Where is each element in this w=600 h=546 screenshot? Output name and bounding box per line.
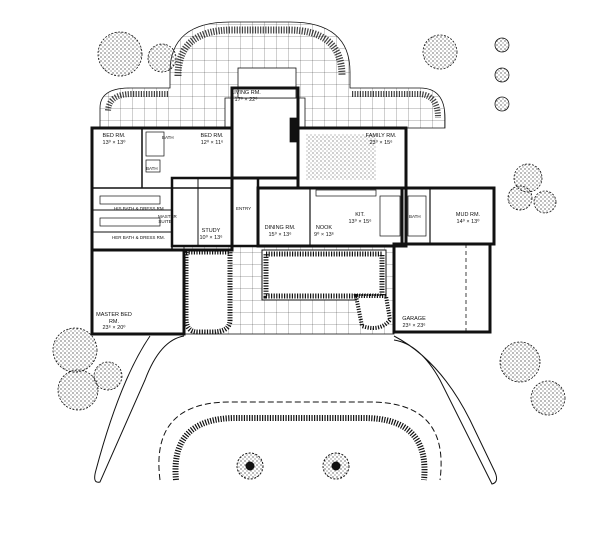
room-size: 9⁰ × 13⁶ [314,231,334,238]
label-master-suite: MASTER SUITE [158,214,177,224]
room-label-garage: GARAGE 23⁶ × 23⁶ [392,316,436,329]
landscape-trees [52,31,566,416]
room-size: 10⁰ × 13⁶ [199,234,223,241]
room-name: BED RM. [102,133,126,139]
fixtures [99,117,427,237]
room-size: 15⁰ × 13⁶ [268,231,292,238]
room-name: NOOK [315,225,333,231]
room-label-family: FAMILY RM. 23⁰ × 15⁶ [356,133,406,146]
room-name: STUDY [201,228,221,234]
room-label-kit: KIT. 13⁰ × 15⁶ [340,212,380,225]
room-label-bed1: BED RM. 13⁰ × 13⁰ [94,133,134,146]
driveway [94,335,498,485]
room-size: 23⁶ × 20⁰ [102,325,126,331]
room-size: 12⁰ × 11⁶ [200,139,224,146]
label-his-bath: HIS BATH & DRESS RM. [114,206,165,211]
family-room-ceiling-beams [306,134,376,180]
room-label-living: LIVING RM. 17⁰ × 22⁰ [224,90,268,103]
front-courtyard [183,245,395,335]
room-label-bed2: BED RM. 12⁰ × 11⁶ [192,133,232,146]
room-label-mud: MUD RM. 14⁰ × 13⁰ [448,212,488,225]
room-label-master: MASTER BED RM. 23⁶ × 20⁰ [92,312,136,332]
room-size: 13⁰ × 15⁶ [348,218,372,225]
room-label-study: STUDY 10⁰ × 13⁶ [192,228,230,241]
room-label-dining: DINING RM. 15⁰ × 13⁶ [258,225,302,238]
room-size: 13⁰ × 13⁰ [102,139,126,146]
room-label-nook: NOOK 9⁰ × 13⁶ [308,225,340,238]
room-size: 14⁰ × 13⁰ [456,218,480,225]
label-her-bath: HER BATH & DRESS RM. [112,235,165,240]
room-size: 17⁰ × 22⁰ [234,96,258,103]
label-entry: ENTRY [236,206,252,211]
room-name: FAMILY RM. [365,133,397,139]
room-size: 23⁶ × 23⁶ [402,322,426,329]
room-size: 23⁰ × 15⁶ [369,139,393,146]
room-name: MASTER BED RM. [96,312,132,325]
room-name: MUD RM. [455,212,481,218]
label-bath3: BATH [409,214,421,219]
label-bath1: BATH [162,135,174,140]
label-bath2: BATH [146,166,158,171]
rear-terrace [99,21,446,129]
room-name: DINING RM. [264,225,296,231]
room-name: GARAGE [402,316,426,322]
room-name: LIVING RM. [231,90,261,96]
room-name: KIT. [355,212,365,218]
room-name: BED RM. [200,133,224,139]
